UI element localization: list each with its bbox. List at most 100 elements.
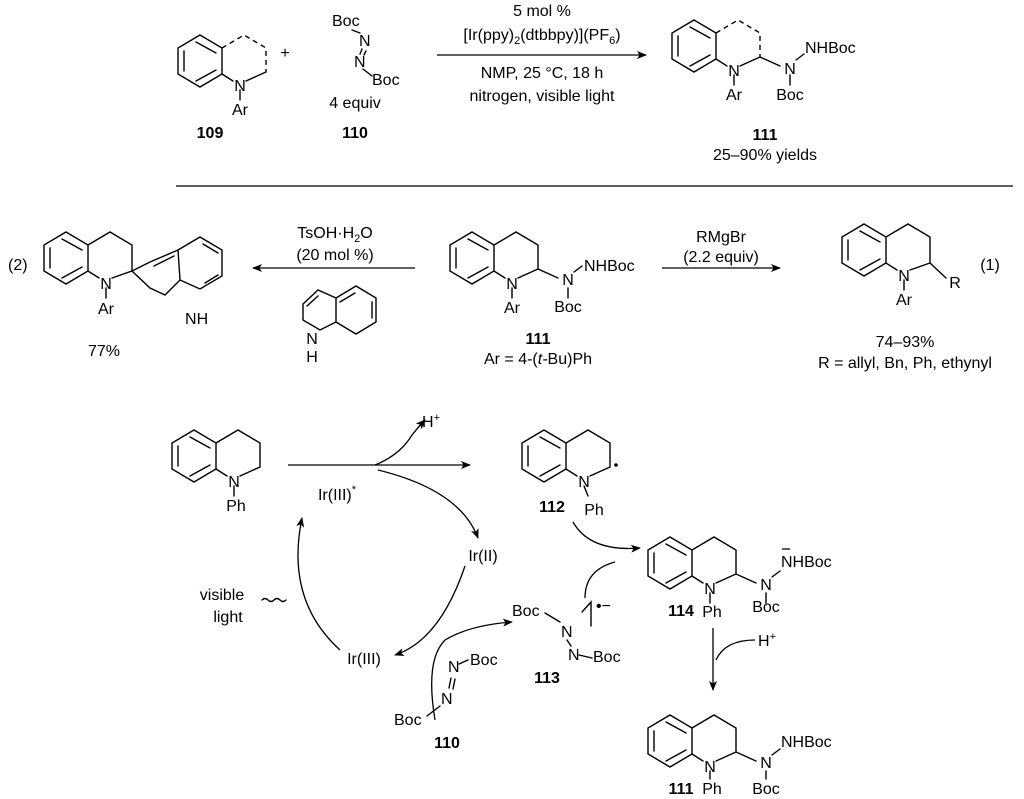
atom-ph: Ph <box>584 502 604 519</box>
radical-dot <box>614 463 618 467</box>
atom-n: N <box>562 272 574 289</box>
boc-group: Boc <box>752 599 780 616</box>
cycle-arrow-ir3-to-ir3star <box>296 517 341 651</box>
compound-indolyl-thq: N Ar NHBoc NH 77% <box>43 231 223 360</box>
compound-109: N Ar 109 <box>177 34 267 142</box>
compound-111-final: N Ph N NHBoc Boc 111 <box>647 714 832 798</box>
boc-group: Boc <box>394 712 422 729</box>
atom-n: N <box>448 659 460 676</box>
ir-ii: Ir(II) <box>468 548 497 565</box>
atom-r: R <box>949 275 961 292</box>
visible-label: visible <box>200 587 245 604</box>
radical-coupling-arrow <box>572 521 641 553</box>
radical-anion-sign: •− <box>596 598 611 615</box>
r-definition: R = allyl, Bn, Ph, ethynyl <box>818 355 992 372</box>
ir-iii: Ir(III) <box>347 651 381 668</box>
nhboc-group: NHBoc <box>584 258 635 275</box>
equation-tag-2: (2) <box>8 257 28 274</box>
radical-anion-arrow <box>584 561 616 599</box>
label-114: 114 <box>668 603 694 620</box>
label-111: 111 <box>753 127 778 144</box>
atom-n: N <box>354 54 366 71</box>
atom-h: H <box>306 349 318 366</box>
atom-n: N <box>760 577 772 594</box>
indole-nh-label: NH <box>185 311 208 328</box>
label-113: 113 <box>534 670 560 687</box>
yield-indole-product: 77% <box>88 343 120 360</box>
ar-definition: Ar = 4-(t-Bu)Ph <box>484 351 592 368</box>
atom-ph: Ph <box>226 498 246 515</box>
h-plus-top: H+ <box>422 412 440 431</box>
boc-group: Boc <box>776 87 804 104</box>
atom-n: N <box>898 268 910 285</box>
boc-group: Boc <box>752 781 780 798</box>
label-110: 110 <box>434 735 460 752</box>
reagent-equiv: (2.2 equiv) <box>683 249 759 266</box>
atom-n: N <box>359 33 371 50</box>
compound-n-phenyl-thq: N Ph <box>171 429 261 515</box>
label-110: 110 <box>342 125 368 142</box>
atom-n: N <box>306 331 318 348</box>
reagent-tsoh: TsOH·H2O <box>297 225 372 245</box>
compound-112-radical: N Ph 112 <box>521 429 618 519</box>
boc-group: Boc <box>332 13 360 30</box>
nhboc-group: NHBoc <box>781 734 832 751</box>
light-label: light <box>213 609 243 626</box>
label-111: 111 <box>669 781 694 798</box>
atom-n: N <box>228 474 240 491</box>
condition-catalyst: [Ir(ppy)2(dtbbpy)](PF6) <box>463 27 620 47</box>
compound-111-top: N Ar N NHBoc Boc 111 25–90% yields <box>671 19 856 164</box>
condition-solvent-temp-time: NMP, 25 °C, 18 h <box>481 65 604 82</box>
electron-transfer-arrow <box>431 618 513 721</box>
atom-n: N <box>441 691 453 708</box>
yield-alkylated: 74–93% <box>876 334 935 351</box>
boc-group: Boc <box>554 299 582 316</box>
atom-n: N <box>704 581 716 598</box>
cycle-arrow-ir2-to-ir3 <box>394 565 466 656</box>
nhboc-group: NHBoc <box>805 40 856 57</box>
equation-tag-1: (1) <box>980 257 1000 274</box>
compound-114: N Ph N NHBoc Boc 114 <box>647 536 832 621</box>
atom-n: N <box>704 759 716 776</box>
atom-n: N <box>561 624 573 641</box>
atom-ar: Ar <box>726 87 743 104</box>
bracket <box>581 600 592 627</box>
atom-n: N <box>234 78 246 95</box>
compound-110-mechanism: N Boc N Boc 110 <box>394 652 498 752</box>
compound-113-radical-anion: Boc N N Boc •− 113 <box>512 598 621 687</box>
boc-group: Boc <box>372 72 400 89</box>
light-wavy-line <box>261 597 287 603</box>
indole-reagent: N H <box>302 285 377 366</box>
atom-n: N <box>760 755 772 772</box>
atom-n: N <box>784 61 796 78</box>
atom-ar: Ar <box>896 292 913 309</box>
h-plus-right: H+ <box>758 631 776 650</box>
atom-n: N <box>578 474 590 491</box>
atom-n: N <box>728 63 740 80</box>
compound-alkylated-thq: N Ar R (1) 74–93% R = allyl, Bn, Ph, eth… <box>818 223 1000 372</box>
yield-111: 25–90% yields <box>713 147 817 164</box>
label-109: 109 <box>197 125 224 142</box>
atom-n: N <box>506 276 518 293</box>
cycle-arrow-ir3star-to-ir2 <box>377 469 479 539</box>
label-112: 112 <box>539 499 565 516</box>
reagent-rmgbr: RMgBr <box>696 229 746 246</box>
h-plus-uptake-arrow <box>715 639 756 661</box>
nhboc-group: NHBoc <box>781 554 832 571</box>
atom-n: N <box>568 647 580 664</box>
boc-group: Boc <box>470 652 498 669</box>
ir-iii-excited: Ir(III)* <box>318 484 357 504</box>
condition-catalyst-loading: 5 mol % <box>513 3 571 20</box>
photocatalytic-cycle: Ir(III)* Ir(II) Ir(III) visible light <box>200 469 513 721</box>
h-plus-release-arrow <box>374 419 426 466</box>
atom-ar: Ar <box>232 102 249 119</box>
compound-111-center: N Ar N NHBoc Boc 111 Ar = 4-(t-Bu)Ph <box>449 231 635 368</box>
boc-group: Boc <box>593 649 621 666</box>
atom-ar: Ar <box>504 300 521 317</box>
equiv-110: 4 equiv <box>329 95 381 112</box>
atom-ph: Ph <box>702 781 722 798</box>
boc-group: Boc <box>512 603 540 620</box>
reagent-loading: (20 mol %) <box>296 247 373 264</box>
